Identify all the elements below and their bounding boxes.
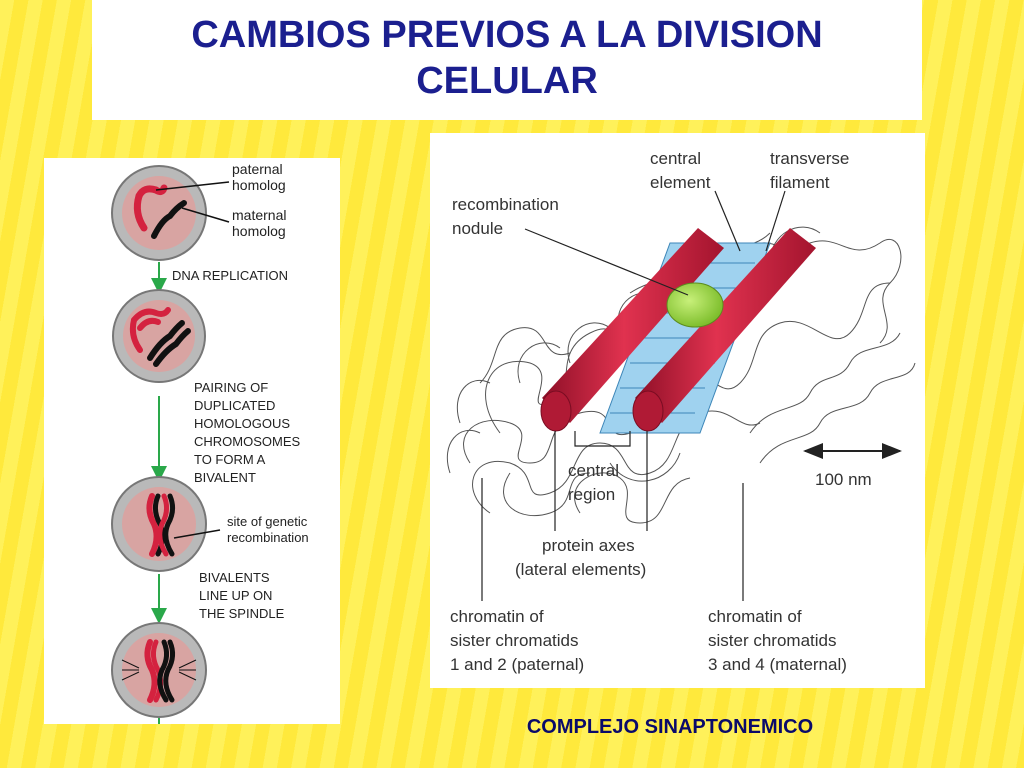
protein-axes-label-2: (lateral elements) <box>515 560 646 579</box>
central-region-label-1: central <box>568 461 619 480</box>
slide-title-line1: CAMBIOS PREVIOS A LA DIVISION <box>191 14 823 56</box>
bivalents-label-1: BIVALENTS <box>199 570 270 585</box>
paternal-pointer <box>155 181 230 191</box>
synaptonemal-complex-figure: central element transverse filament reco… <box>430 133 925 688</box>
chromatin-maternal-label-2: sister chromatids <box>708 631 836 650</box>
slide-title-line2: CELULAR <box>416 60 598 102</box>
synaptonemal-complex-svg: central element transverse filament reco… <box>446 149 916 674</box>
cell-stage-1 <box>111 165 207 261</box>
recombination-site-label-2: recombination <box>227 530 309 545</box>
pairing-label-1: PAIRING OF <box>194 380 268 395</box>
nodule-pointer <box>524 228 689 296</box>
transverse-filament-pointer <box>765 190 786 252</box>
chromatin-maternal-label-3: 3 and 4 (maternal) <box>708 655 847 674</box>
dna-replication-label: DNA REPLICATION <box>172 268 288 283</box>
cell-stage-3 <box>111 476 207 572</box>
recombination-pointer <box>173 529 221 539</box>
cell-stage-2 <box>112 289 206 383</box>
scale-label: 100 nm <box>815 470 872 489</box>
central-element-label-1: central <box>650 149 701 168</box>
transverse-filament-label-1: transverse <box>770 149 849 168</box>
central-region-label-2: region <box>568 485 615 504</box>
central-region-bracket <box>574 431 631 447</box>
pairing-label-6: BIVALENT <box>194 470 256 485</box>
bivalents-label-3: THE SPINDLE <box>199 606 285 621</box>
recombination-nodule-label-2: nodule <box>452 219 503 238</box>
recombination-site-label-1: site of genetic <box>227 514 308 529</box>
protein-axes-label-1: protein axes <box>542 536 635 555</box>
pairing-label-4: CHROMOSOMES <box>194 434 301 449</box>
central-element-pointer <box>714 190 741 252</box>
maternal-label-1: maternal <box>232 207 286 223</box>
chromatin-paternal-label-2: sister chromatids <box>450 631 578 650</box>
paternal-label-1: paternal <box>232 161 283 177</box>
lateral-element-maternal <box>632 228 816 432</box>
central-element-label-2: element <box>650 173 711 192</box>
paternal-label-2: homolog <box>232 177 286 193</box>
cell-stage-4 <box>111 622 207 718</box>
title-box: CAMBIOS PREVIOS A LA DIVISION CELULAR <box>92 0 922 120</box>
chromatin-paternal-label-3: 1 and 2 (paternal) <box>450 655 584 674</box>
maternal-pointer <box>181 207 230 223</box>
meiosis-steps-figure: paternal homolog maternal homolog DNA RE… <box>44 158 340 724</box>
transverse-filament-label-2: filament <box>770 173 830 192</box>
meiosis-steps-svg: paternal homolog maternal homolog DNA RE… <box>111 161 309 724</box>
lateral-element-paternal <box>540 228 724 432</box>
chromatin-paternal-label-1: chromatin of <box>450 607 544 626</box>
pairing-label-3: HOMOLOGOUS <box>194 416 290 431</box>
chromatin-maternal-label-1: chromatin of <box>708 607 802 626</box>
bivalents-label-2: LINE UP ON <box>199 588 272 603</box>
figure-caption: COMPLEJO SINAPTONEMICO <box>526 716 814 738</box>
recombination-nodule-label-1: recombination <box>452 195 559 214</box>
pairing-label-2: DUPLICATED <box>194 398 275 413</box>
recombination-nodule <box>666 282 724 328</box>
maternal-label-2: homolog <box>232 223 286 239</box>
pairing-label-5: TO FORM A <box>194 452 266 467</box>
